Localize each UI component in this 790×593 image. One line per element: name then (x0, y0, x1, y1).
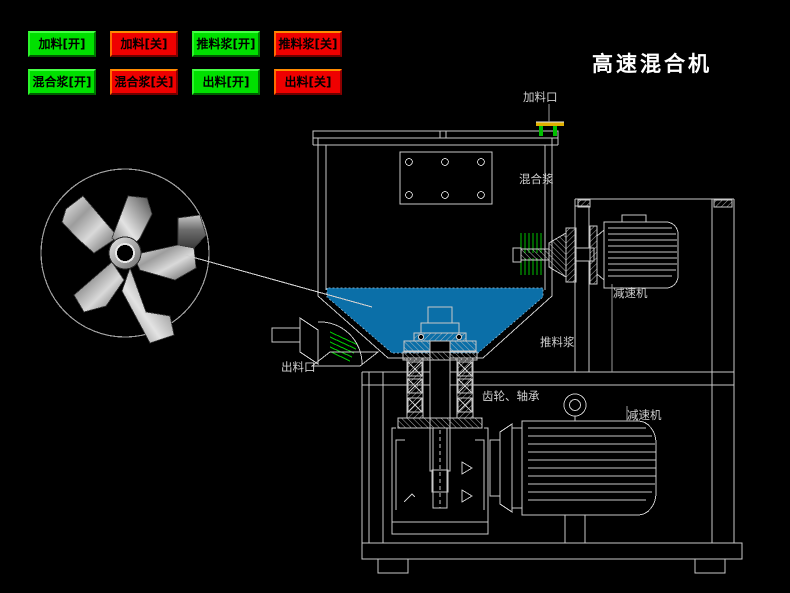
button-push-paddle-close[interactable]: 推料浆[关] (274, 31, 342, 57)
button-label: 加料[关] (120, 37, 168, 51)
button-label: 出料[开] (202, 75, 250, 89)
machine-base-plate (361, 542, 743, 574)
label-push-paddle: 推料浆 (540, 335, 575, 349)
side-push-paddle-assembly (512, 225, 598, 285)
central-shaft-assembly (391, 306, 489, 535)
feed-inlet-nozzle (536, 121, 564, 136)
button-discharge-open[interactable]: 出料[开] (192, 69, 260, 95)
button-feed-open[interactable]: 加料[开] (28, 31, 96, 57)
discharge-port (271, 317, 380, 367)
button-label: 加料[开] (38, 37, 86, 51)
button-mix-paddle-close[interactable]: 混合浆[关] (110, 69, 178, 95)
stand-left-column (361, 371, 384, 543)
lower-motor (489, 393, 657, 544)
page-title: 高速混合机 (592, 52, 712, 76)
button-label: 推料浆[关] (278, 37, 338, 51)
button-label: 出料[关] (284, 75, 332, 89)
impeller-detail-inset (40, 168, 373, 344)
button-mix-paddle-open[interactable]: 混合浆[开] (28, 69, 96, 95)
label-mix-paddle: 混合浆 (519, 172, 554, 186)
button-label: 推料浆[开] (196, 37, 256, 51)
button-push-paddle-open[interactable]: 推料浆[开] (192, 31, 260, 57)
control-button-panel: 加料[开] 加料[关] 推料浆[开] 推料浆[关] 混合浆[开] 混合浆[关] … (28, 31, 373, 103)
label-reducer-top: 减速机 (613, 286, 648, 300)
label-discharge: 出料口 (281, 360, 316, 374)
stand-right-column (690, 198, 735, 543)
label-feed-inlet: 加料口 (523, 90, 558, 104)
upper-motor (596, 214, 679, 289)
button-feed-close[interactable]: 加料[关] (110, 31, 178, 57)
button-label: 混合浆[关] (114, 75, 174, 89)
label-gear-bearing: 齿轮、轴承 (482, 389, 540, 403)
material-blue-fill (326, 287, 544, 354)
label-reducer-bot: 减速机 (627, 408, 662, 422)
button-label: 混合浆[开] (32, 75, 92, 89)
vessel-top-flange (399, 151, 493, 205)
button-discharge-close[interactable]: 出料[关] (274, 69, 342, 95)
label-leader-lines (548, 104, 628, 421)
